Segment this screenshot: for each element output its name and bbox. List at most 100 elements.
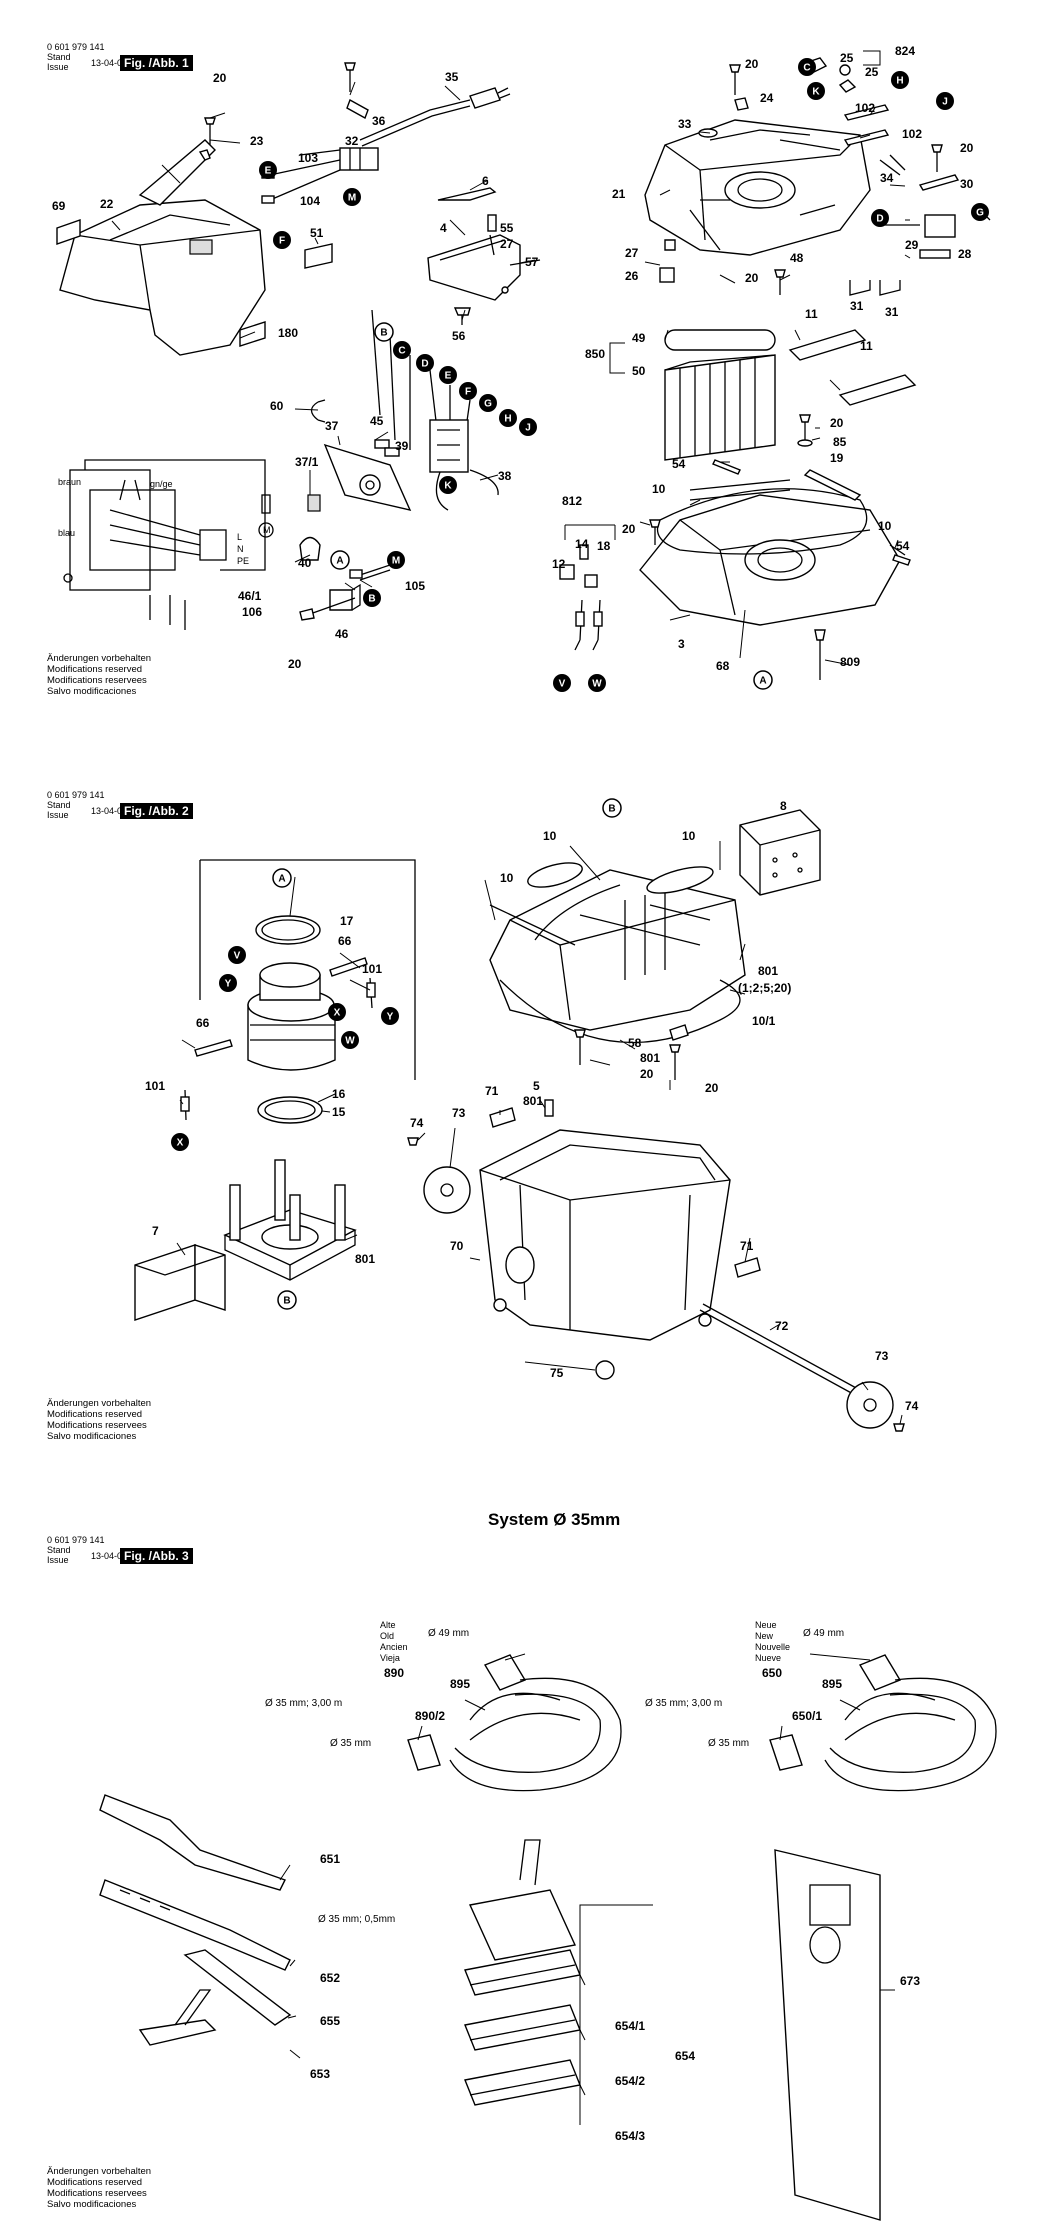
new-diameter-35: Ø 35 mm bbox=[708, 1738, 749, 1749]
part-label-3: 3 bbox=[678, 637, 685, 651]
callout-a-circle bbox=[272, 868, 292, 888]
header-fig2: 0 601 979 141 Stand Issue bbox=[47, 790, 105, 820]
new-hose-spec: Ø 35 mm; 3,00 m bbox=[645, 1698, 722, 1709]
part-label-24: 24 bbox=[760, 91, 774, 105]
part-label-20: 20 bbox=[640, 1067, 654, 1081]
tube-spec: Ø 35 mm; 0,5mm bbox=[318, 1914, 395, 1925]
issue-label: Issue bbox=[47, 810, 69, 820]
part-label-36: 36 bbox=[372, 114, 386, 128]
callout-y-circle bbox=[381, 1007, 399, 1025]
part-label-809: 809 bbox=[840, 655, 860, 669]
wiring-label-braun: braun bbox=[58, 477, 81, 487]
old-diameter-35: Ø 35 mm bbox=[330, 1738, 371, 1749]
part-label-652: 652 bbox=[320, 1971, 340, 1985]
figure-tag-2: Fig. /Abb. 2 bbox=[120, 803, 193, 819]
stand-label: Stand bbox=[47, 800, 71, 810]
callout-f-letter: F bbox=[465, 387, 471, 398]
fig1-top-housing bbox=[644, 57, 991, 296]
part-label-654-3: 654/3 bbox=[615, 2129, 645, 2143]
callout-y-circle bbox=[219, 974, 237, 992]
wiring-terminal-L: L bbox=[237, 532, 242, 542]
part-label-650-1: 650/1 bbox=[792, 1709, 822, 1723]
part-label-10: 10 bbox=[878, 519, 892, 533]
figure-tag-1: Fig. /Abb. 1 bbox=[120, 55, 193, 71]
part-label-25: 25 bbox=[865, 65, 879, 79]
part-label-7: 7 bbox=[152, 1224, 159, 1238]
part-label-890-2: 890/2 bbox=[415, 1709, 445, 1723]
old-diameter-49: Ø 49 mm bbox=[428, 1628, 469, 1639]
callout-x-circle bbox=[171, 1133, 189, 1151]
part-label-8: 8 bbox=[780, 799, 787, 813]
part-label-21: 21 bbox=[612, 187, 626, 201]
part-label-32: 32 bbox=[345, 134, 359, 148]
wiring-terminal-PE: PE bbox=[237, 556, 249, 566]
callout-b-letter: B bbox=[380, 328, 387, 339]
callout-c-circle bbox=[393, 341, 411, 359]
part-label-20: 20 bbox=[622, 522, 636, 536]
part-label-57: 57 bbox=[525, 255, 539, 269]
part-label-655: 655 bbox=[320, 2014, 340, 2028]
part-label-73: 73 bbox=[452, 1106, 466, 1120]
part-label-101: 101 bbox=[145, 1079, 165, 1093]
callout-c-circle bbox=[798, 58, 816, 76]
callout-v-circle bbox=[228, 946, 246, 964]
fig1-lower-chassis bbox=[559, 414, 911, 680]
part-label-46: 46 bbox=[335, 627, 349, 641]
fig3-accessories bbox=[99, 1794, 881, 2221]
callout-b-circle bbox=[374, 322, 394, 342]
part-label-6: 6 bbox=[482, 174, 489, 188]
callout-k-circle bbox=[439, 476, 457, 494]
callout-c-letter: C bbox=[398, 346, 405, 357]
part-label-27: 27 bbox=[500, 237, 514, 251]
part-label-15: 15 bbox=[332, 1105, 346, 1119]
callout-j-circle bbox=[936, 92, 954, 110]
part-label-56: 56 bbox=[452, 329, 466, 343]
fig1-electronics bbox=[299, 309, 499, 621]
callout-g-letter: G bbox=[976, 208, 984, 219]
callout-x-circle bbox=[328, 1003, 346, 1021]
part-number: 0 601 979 141 bbox=[47, 1535, 105, 1545]
callout-k-letter: K bbox=[812, 87, 820, 98]
part-label-824: 824 bbox=[895, 44, 915, 58]
part-label-10-1: 10/1 bbox=[752, 1014, 776, 1028]
part-label-66: 66 bbox=[338, 934, 352, 948]
part-label-37-1: 37/1 bbox=[295, 455, 319, 469]
fig3-new-hose bbox=[769, 1654, 997, 1792]
part-label-58: 58 bbox=[628, 1036, 642, 1050]
callout-e-circle bbox=[259, 161, 277, 179]
callout-v-circle bbox=[553, 674, 571, 692]
part-label-60: 60 bbox=[270, 399, 284, 413]
part-label-654-2: 654/2 bbox=[615, 2074, 645, 2088]
part-label-69: 69 bbox=[52, 199, 66, 213]
callout-a-letter: A bbox=[759, 676, 766, 687]
fig2-container bbox=[407, 1099, 905, 1432]
new-label-fr: Nouvelle bbox=[755, 1642, 790, 1652]
issue-date: 13-04-09 bbox=[91, 1551, 128, 1561]
part-label-54: 54 bbox=[896, 539, 910, 553]
part-label-31: 31 bbox=[850, 299, 864, 313]
part-label-71: 71 bbox=[485, 1084, 499, 1098]
part-label-10: 10 bbox=[543, 829, 557, 843]
fig2-motor-mount bbox=[134, 1159, 357, 1321]
part-label-68: 68 bbox=[716, 659, 730, 673]
callout-f-circle bbox=[273, 231, 291, 249]
part-label-27: 27 bbox=[625, 246, 639, 260]
part-label-19: 19 bbox=[830, 451, 844, 465]
callout-m-circle bbox=[343, 188, 361, 206]
part-label-85: 85 bbox=[833, 435, 847, 449]
callout-h-circle bbox=[891, 71, 909, 89]
fig3-system-title: System Ø 35mm bbox=[488, 1510, 620, 1529]
header-fig1: 0 601 979 141 Stand Issue bbox=[47, 42, 105, 72]
callout-d-circle bbox=[871, 209, 889, 227]
callout-y-letter: Y bbox=[387, 1012, 394, 1023]
callout-w-letter: W bbox=[592, 679, 602, 690]
part-label-20: 20 bbox=[960, 141, 974, 155]
part-label-25: 25 bbox=[840, 51, 854, 65]
part-label-104: 104 bbox=[300, 194, 320, 208]
part-label-10: 10 bbox=[682, 829, 696, 843]
